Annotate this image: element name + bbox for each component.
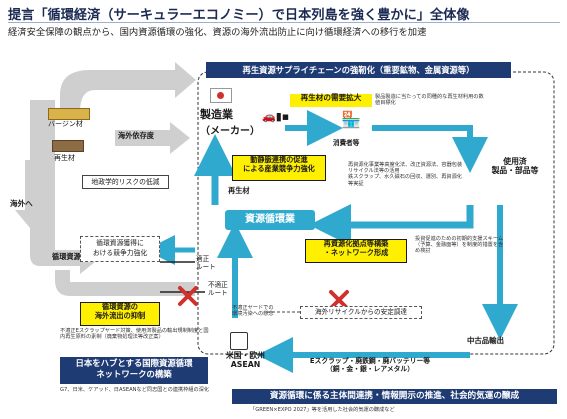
hub-note: 投資促進のための初期的支援スキーム（予算、金融面等）を制度的措置を含め検討 <box>415 236 504 255</box>
gold-bar-icon <box>48 108 90 120</box>
international-hub-note: G7、日米、ケアッド、日ASEANなど同志国との連携枠組の深化 <box>60 387 210 393</box>
secondhand-export-label: 中古品輸出 <box>467 336 504 345</box>
improper-route-label: 不適正 ルート <box>208 281 228 297</box>
venous-arterial-box: 動静脈連携の促進 による産業競争力強化 <box>232 155 326 181</box>
supply-chain-header: 再生資源サプライチェーンの強靭化（重要鉱物、金属資源等） <box>206 62 511 78</box>
gray-arrow-bottom <box>55 270 195 296</box>
gray-arrow-top <box>60 62 196 112</box>
resource-circulation-box: 資源循環業 <box>225 210 315 230</box>
bottom-banner: 資源循環に係る主体間連携・情報開示の推進、社会的気運の醸成 <box>232 389 557 404</box>
recycled-material-label: 再生材 <box>228 186 250 195</box>
factory-icons: 🚗▮▪ <box>262 110 290 123</box>
regions-label: 米国・欧州 ASEAN <box>226 351 265 369</box>
demand-note: 製品製造に当たっての同種的な再生材利用の数値目標化 <box>375 94 484 107</box>
manufacturer: 製造業 （メーカー） <box>200 106 265 137</box>
manufacturer-label: 製造業 <box>200 108 233 121</box>
scrap-note: 不適正Eスクラップヤード対策、使用済製品の輸出規制制度と国内再生原料の素制（廃棄… <box>60 328 209 341</box>
title-divider <box>8 22 560 23</box>
japan-flag-icon <box>210 88 232 103</box>
teal-arrow-used-recycler <box>309 204 474 246</box>
overseas-label: 海外へ <box>10 199 33 208</box>
international-hub-box: 日本をハブとする国際資源循環 ネットワークの構築 <box>60 357 208 384</box>
consumer-label: 消費者等 <box>333 139 360 147</box>
used-products-label: 使用済 製品・部品等 <box>491 157 539 175</box>
recycled-material-overseas-label: 再生材 <box>54 154 75 162</box>
page-title: 提言「循環経済（サーキュラーエコノミー）で日本列島を強く豊かに」全体像 <box>8 8 470 23</box>
cross-improper-icon <box>329 290 349 310</box>
demand-expand-badge: 再生材の需要拡大 <box>290 93 372 107</box>
scrap-icon <box>52 140 84 152</box>
overseas-dependency-label: 海外依存度 <box>118 131 154 140</box>
proper-route-label: 適正 ルート <box>196 255 216 271</box>
gray-arrow-left <box>30 100 100 274</box>
shop-icon: 🏪 <box>341 110 361 129</box>
manufacturer-sub-label: （メーカー） <box>200 126 260 137</box>
circulation-resource-label: 循環資源 <box>52 252 81 261</box>
gray-arrow-to-overseas <box>15 160 45 228</box>
outflow-suppress-box: 循環資源の 海外流出の抑制 <box>80 302 160 326</box>
virgin-material-label: バージン材 <box>48 120 83 128</box>
bottom-note: 「GREEN×EXPO 2027」等を活用した社会的気運の醸成など <box>250 407 395 413</box>
overseas-recycle-box: 海外リサイクルからの安定調達 <box>300 306 422 319</box>
teal-arrow-consumer-used <box>372 125 488 173</box>
competition-box: 循環資源獲得に おける競争力強化 <box>80 236 160 262</box>
improper-note: 不適正ヤードでの 環境汚染への懸念 <box>232 305 274 318</box>
e-scrap-label: Eスクラップ・廃鉄鋼・廃バッテリー等 （銅・金・銀・レアメタル） <box>309 357 431 373</box>
cross-outflow-icon <box>178 286 198 306</box>
recycler-note: 再資源化事業等高度化法、改正資源法、容器包装リサイクル法等の活用 鉄スクラップ、… <box>348 162 463 187</box>
hub-network-box: 再資源化拠点等構築 ・ネットワーク形成 <box>305 239 407 263</box>
gray-arrow-dependency <box>115 122 190 154</box>
chip-icon <box>230 332 248 350</box>
page-subtitle: 経済安全保障の観点から、国内資源循環の強化、資源の海外流出防止に向け循環経済への… <box>8 27 427 38</box>
geopolitical-risk-box: 地政学的リスクの低減 <box>82 175 169 189</box>
